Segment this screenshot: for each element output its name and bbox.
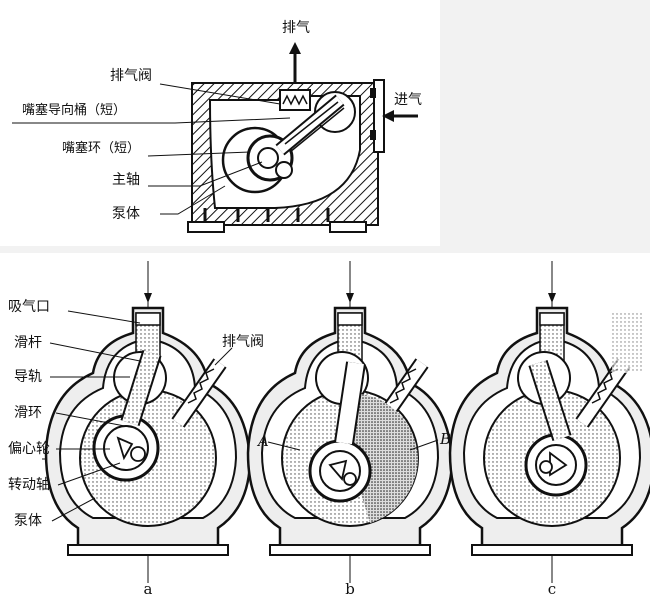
pump-c [450, 308, 650, 555]
eccentric-wheel-label: 偏心轮 [8, 441, 50, 457]
intake-arrows [144, 293, 556, 303]
caption-c: c [548, 580, 556, 598]
bottom-leader-lines [49, 310, 233, 522]
intake-label: 进气 [394, 92, 422, 108]
marker-b-line [409, 439, 439, 451]
exhaust-label: 排气 [282, 20, 310, 36]
top-piston-guide [275, 91, 356, 156]
pump-body-label: 泵体 [112, 206, 140, 222]
caption-b: b [345, 580, 355, 598]
marker-a-line [267, 441, 301, 451]
top-panel: 排气 排气阀 嘴塞导向桶（短） 嘴塞环（短） 主轴 泵体 进气 [0, 0, 440, 246]
rotating-shaft-label: 转动轴 [8, 477, 50, 493]
slide-ring-label: 滑环 [14, 404, 42, 421]
pump-b [248, 308, 452, 555]
exhaust-valve-bottom-label: 排气阀 [222, 334, 264, 350]
caption-a: a [144, 580, 153, 598]
top-leader-lines [12, 83, 291, 215]
bottom-pump-diagrams: 吸气口 滑杆 导轨 滑环 偏心轮 转动轴 泵体 排气阀 A B a b c [8, 261, 650, 598]
bottom-panel: 吸气口 滑杆 导轨 滑环 偏心轮 转动轴 泵体 排气阀 A B a b c [0, 253, 650, 610]
marker-b: B [439, 430, 451, 448]
main-shaft-label: 主轴 [112, 172, 140, 188]
top-pump-diagram: 排气 排气阀 嘴塞导向桶（短） 嘴塞环（短） 主轴 泵体 进气 [12, 20, 422, 233]
guide-rail-label: 导轨 [14, 369, 42, 385]
slide-rod-label: 滑杆 [14, 334, 42, 351]
exhaust-valve-label: 排气阀 [110, 68, 152, 84]
intake-arrow [382, 110, 418, 122]
piston-ring-label: 嘴塞环（短） [62, 140, 140, 156]
suction-port-label: 吸气口 [8, 299, 50, 315]
piston-guide-label: 嘴塞导向桶（短） [22, 102, 126, 118]
exhaust-arrow [289, 42, 301, 82]
pump-a [46, 308, 250, 555]
pump-body-bottom-label: 泵体 [14, 513, 42, 529]
marker-a: A [256, 432, 269, 450]
